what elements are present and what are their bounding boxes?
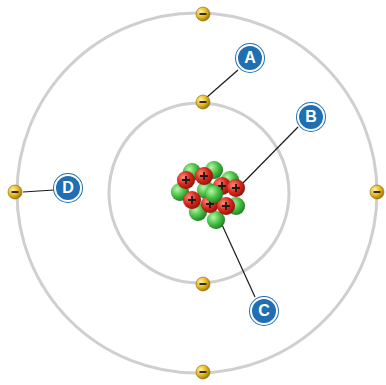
callout-letter: D xyxy=(62,180,74,196)
electron-sphere xyxy=(196,365,210,379)
proton xyxy=(177,171,195,189)
plus-sign xyxy=(200,172,208,180)
callout-circle: A xyxy=(236,44,264,72)
neutron xyxy=(205,185,223,203)
electron xyxy=(196,95,210,109)
callout-letter: C xyxy=(258,303,270,319)
minus-sign xyxy=(374,191,381,193)
callout-letter: A xyxy=(244,50,256,66)
callout-circle: B xyxy=(297,103,325,131)
callout-letter: B xyxy=(305,109,317,125)
nucleus xyxy=(171,161,245,229)
electron xyxy=(8,185,22,199)
minus-sign xyxy=(200,371,207,373)
plus-sign xyxy=(188,196,196,204)
inner-shell xyxy=(109,103,289,283)
particle-sphere xyxy=(177,171,195,189)
electron-sphere xyxy=(370,185,384,199)
particle-sphere xyxy=(227,179,245,197)
electron-sphere xyxy=(196,95,210,109)
electron xyxy=(196,365,210,379)
proton xyxy=(227,179,245,197)
minus-sign xyxy=(200,13,207,15)
minus-sign xyxy=(200,101,207,103)
plus-sign xyxy=(232,184,240,192)
plus-sign xyxy=(182,176,190,184)
electron-sphere xyxy=(196,277,210,291)
leader-lines xyxy=(23,70,298,297)
proton xyxy=(195,167,213,185)
outer-shell xyxy=(17,13,377,373)
electron-sphere xyxy=(196,7,210,21)
callout-circle: C xyxy=(250,297,278,325)
electron-sphere xyxy=(8,185,22,199)
electron xyxy=(370,185,384,199)
electrons xyxy=(8,7,384,379)
proton xyxy=(183,191,201,209)
particle-sphere xyxy=(205,185,223,203)
minus-sign xyxy=(12,191,19,193)
particle-sphere xyxy=(183,191,201,209)
callout-circle: D xyxy=(54,174,82,202)
minus-sign xyxy=(200,283,207,285)
electron xyxy=(196,7,210,21)
particle-sphere xyxy=(195,167,213,185)
electron xyxy=(196,277,210,291)
plus-sign xyxy=(222,202,230,210)
